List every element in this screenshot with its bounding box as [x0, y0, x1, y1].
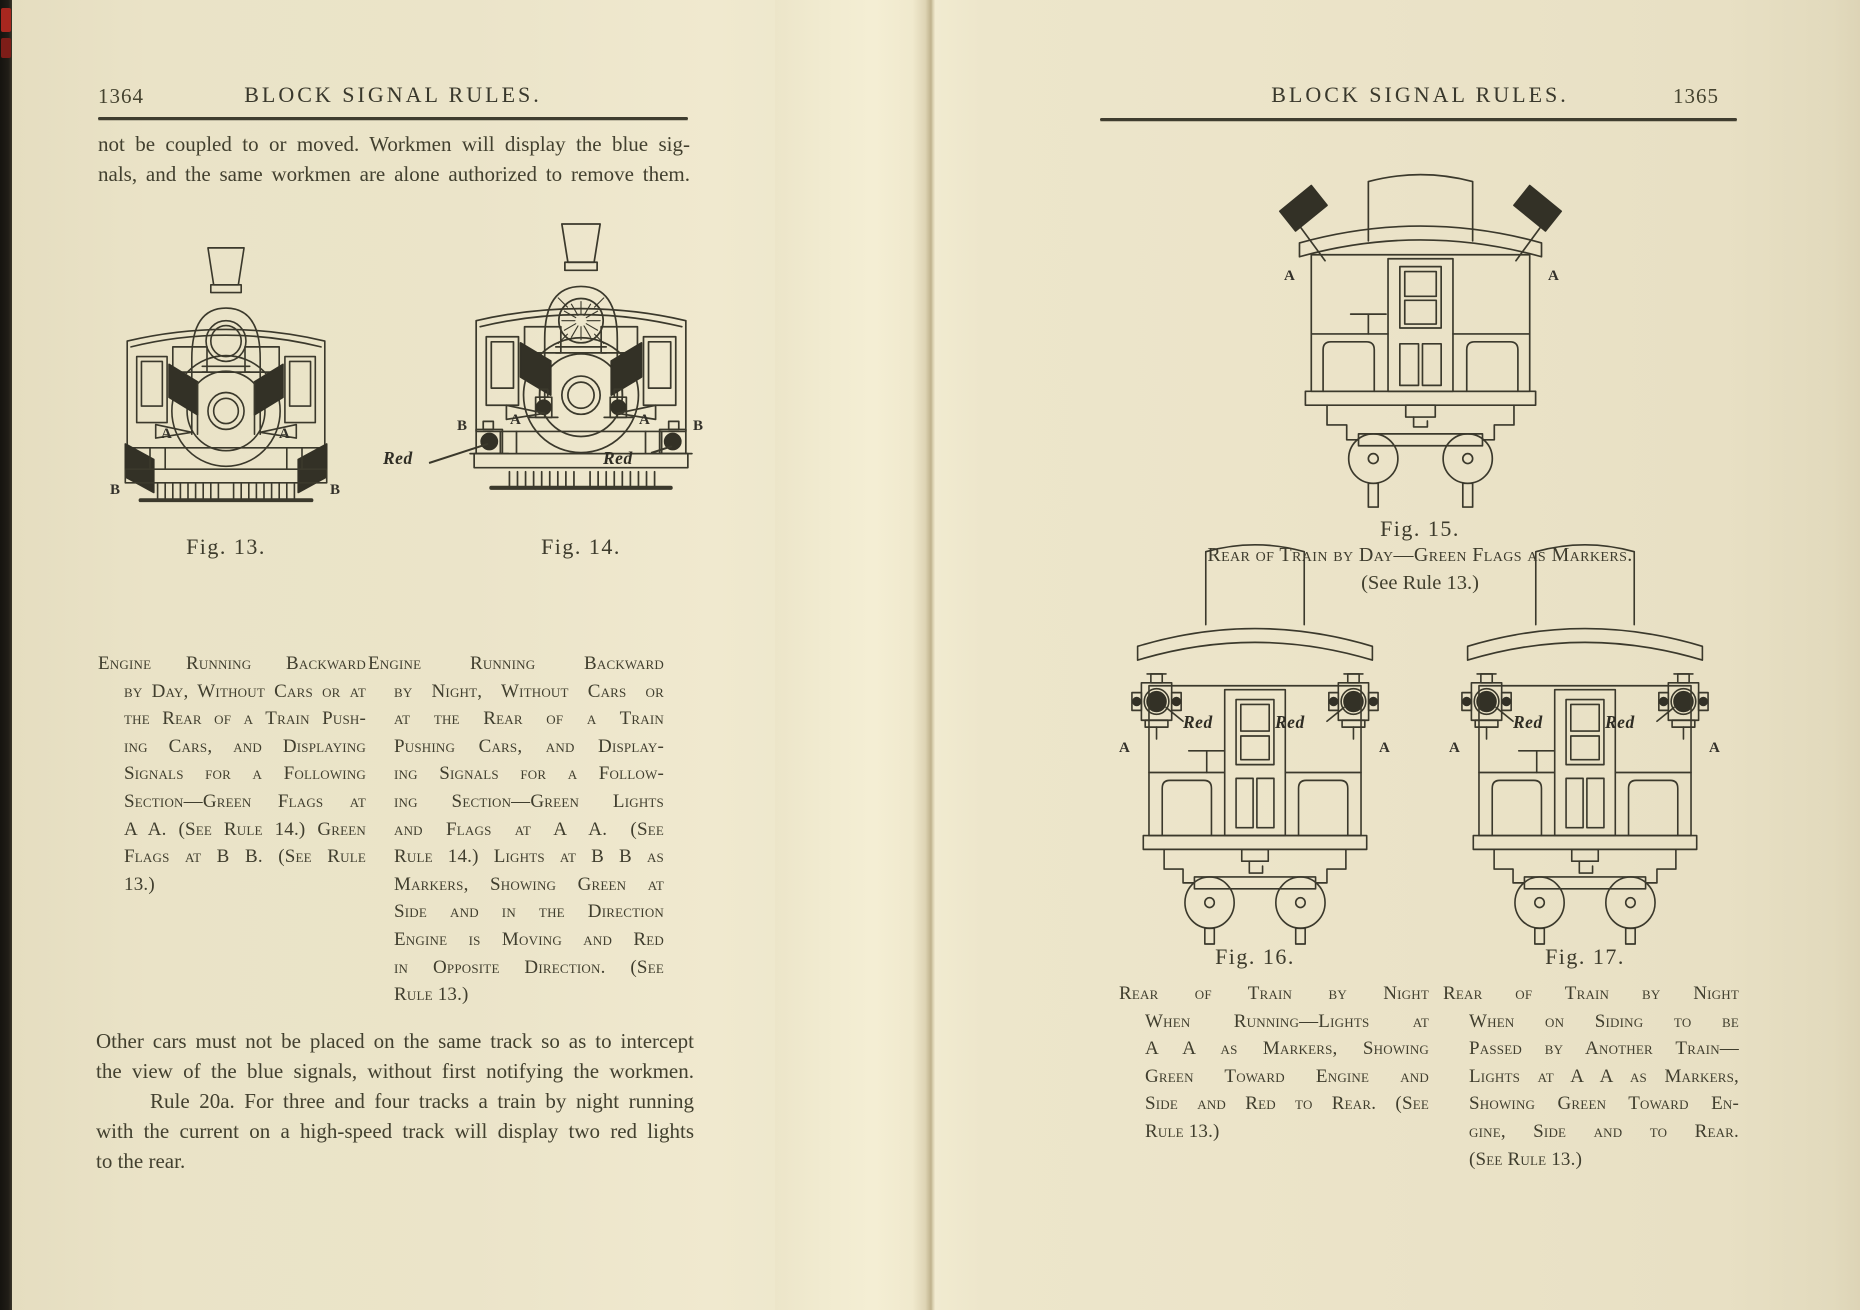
header-rule — [1100, 118, 1737, 121]
fig14-desc-line: ing Signals for a Follow- — [394, 763, 664, 785]
lamp-label-b: B — [457, 418, 468, 434]
fig14-desc-line: Rule 13.) — [394, 984, 469, 1006]
left-page: 1364 BLOCK SIGNAL RULES. not be coupled … — [12, 0, 775, 1310]
red-lamp-label: Red — [1605, 712, 1635, 732]
lamp-label-a: A — [1709, 740, 1720, 756]
fig14-desc-line: and Flags at A A. (See — [394, 818, 664, 840]
fig17-caption: Fig. 17. — [1545, 944, 1625, 969]
fig16-desc-line: A A as Markers, Showing — [1145, 1038, 1429, 1060]
fig14-description: Engine Running Backward by Night, Withou… — [368, 650, 664, 1009]
red-mark — [1, 8, 11, 32]
fig14-caption: Fig. 14. — [541, 534, 621, 559]
fig13-desc-line: Engine Running Backward — [98, 653, 366, 674]
fig13-desc-line: Flags at B B. (See Rule — [124, 846, 366, 868]
fig17-figure: Red Red A A — [1443, 530, 1727, 945]
flag-label-b: B — [110, 482, 121, 498]
fig13-desc-line: A A. (See Rule 14.) Green — [124, 818, 366, 840]
fig15-engraving — [1278, 173, 1563, 508]
lamp-label-a: A — [1449, 740, 1460, 756]
flag-label-b: B — [330, 482, 341, 498]
closing-line: with the current on a high-speed track w… — [96, 1119, 694, 1143]
fig17-desc-line: Showing Green Toward En- — [1469, 1093, 1739, 1115]
fig16-desc-line: Rear of Train by Night — [1119, 983, 1429, 1004]
fig14-desc-line: at the Rear of a Train — [394, 708, 664, 730]
fig16-desc-line: Side and Red to Rear. (See — [1145, 1093, 1429, 1115]
fig14-desc-line: Markers, Showing Green at — [394, 873, 664, 895]
fig17-desc-line: (See Rule 13.) — [1469, 1148, 1583, 1170]
fig13-desc-line: Signals for a Following — [124, 763, 366, 785]
fig13-desc-line: by Day, Without Cars or at — [124, 680, 366, 702]
fig15-title: Rear of Train by Day—Green Flags as Mark… — [1207, 544, 1633, 566]
fig16-desc-line: When Running—Lights at — [1145, 1010, 1429, 1032]
flag-label-a: A — [1284, 268, 1295, 284]
fig14-desc-line: Engine Running Backward — [368, 653, 664, 674]
fig15-figure: A A — [1268, 140, 1573, 514]
fig14-desc-line: in Opposite Direction. (See — [394, 956, 664, 978]
fig17-desc-line: When on Siding to be — [1469, 1010, 1739, 1032]
fig14-desc-line: Rule 14.) Lights at B B as — [394, 846, 664, 868]
running-head: BLOCK SIGNAL RULES. — [1271, 82, 1569, 107]
intro-line: nals, and the same workmen are alone aut… — [98, 162, 690, 186]
fig17-description: Rear of Train by Night When on Siding to… — [1443, 980, 1739, 1173]
lamp-label-a: A — [1379, 740, 1390, 756]
fig16-engraving — [1131, 544, 1379, 945]
intro-paragraph: not be coupled to or moved. Workmen will… — [98, 129, 690, 189]
fig17-desc-line: Rear of Train by Night — [1443, 983, 1739, 1004]
fig16-figure: Red Red A A — [1113, 530, 1397, 945]
closing-paragraphs: Other cars must not be placed on the sam… — [96, 1026, 694, 1176]
fig16-description: Rear of Train by Night When Running—Ligh… — [1119, 980, 1429, 1146]
fig14-figure: A A B B Red Red — [383, 222, 707, 514]
fig13-figure: A A B B — [110, 244, 341, 508]
fig13-desc-line: ing Cars, and Displaying — [124, 735, 366, 757]
fig14-desc-line: Engine is Moving and Red — [394, 928, 664, 950]
flag-label-a: A — [510, 412, 521, 428]
flag-label-a: A — [279, 426, 290, 442]
fig14-engraving — [469, 223, 693, 490]
fig17-desc-line: Passed by Another Train— — [1469, 1038, 1739, 1060]
lamp-label-b: B — [693, 418, 704, 434]
fig13-engraving — [124, 247, 328, 503]
header-rule — [98, 117, 688, 120]
book-gutter — [775, 0, 935, 1310]
red-lamp-label: Red — [1513, 712, 1543, 732]
closing-line: to the rear. — [96, 1149, 186, 1173]
right-page: BLOCK SIGNAL RULES. 1365 — [935, 0, 1860, 1310]
red-lamp-label: Red — [383, 448, 413, 468]
flag-label-a: A — [639, 412, 650, 428]
closing-line: Rule 20a. For three and four tracks a tr… — [150, 1089, 694, 1113]
page-number: 1364 — [98, 84, 144, 108]
fig16-desc-line: Green Toward Engine and — [1145, 1065, 1429, 1087]
fig14-desc-line: ing Section—Green Lights — [394, 790, 664, 812]
fig17-engraving — [1461, 544, 1709, 945]
fig15-caption: Fig. 15. — [1380, 516, 1460, 541]
fig14-desc-line: Side and in the Direction — [394, 901, 664, 923]
closing-line: the view of the blue signals, without fi… — [96, 1059, 694, 1083]
fig17-desc-line: gine, Side and to Rear. — [1469, 1120, 1739, 1142]
red-lamp-label: Red — [603, 448, 633, 468]
red-lamp-label: Red — [1275, 712, 1305, 732]
closing-line: Other cars must not be placed on the sam… — [96, 1029, 694, 1053]
flag-label-a: A — [161, 426, 172, 442]
red-mark — [1, 38, 11, 58]
intro-line: not be coupled to or moved. Workmen will… — [98, 132, 690, 156]
page-number: 1365 — [1673, 84, 1719, 108]
fig17-desc-line: Lights at A A as Markers, — [1469, 1065, 1739, 1087]
fig13-desc-line: Section—Green Flags at — [124, 790, 366, 812]
fig16-desc-line: Rule 13.) — [1145, 1120, 1220, 1142]
fig14-desc-line: by Night, Without Cars or — [394, 680, 664, 702]
lamp-label-a: A — [1119, 740, 1130, 756]
fig13-desc-line: 13.) — [124, 873, 155, 895]
fig13-description: Engine Running Backward by Day, Without … — [98, 650, 366, 898]
scan-spine-edge — [0, 0, 12, 1310]
fig13-caption: Fig. 13. — [186, 534, 266, 559]
fig16-caption: Fig. 16. — [1215, 944, 1295, 969]
fig15-note: (See Rule 13.) — [1361, 572, 1479, 594]
fig13-desc-line: the Rear of a Train Push- — [124, 708, 366, 730]
running-head: BLOCK SIGNAL RULES. — [244, 82, 542, 107]
fig14-desc-line: Pushing Cars, and Display- — [394, 735, 664, 757]
red-lamp-label: Red — [1183, 712, 1213, 732]
flag-label-a: A — [1548, 268, 1559, 284]
